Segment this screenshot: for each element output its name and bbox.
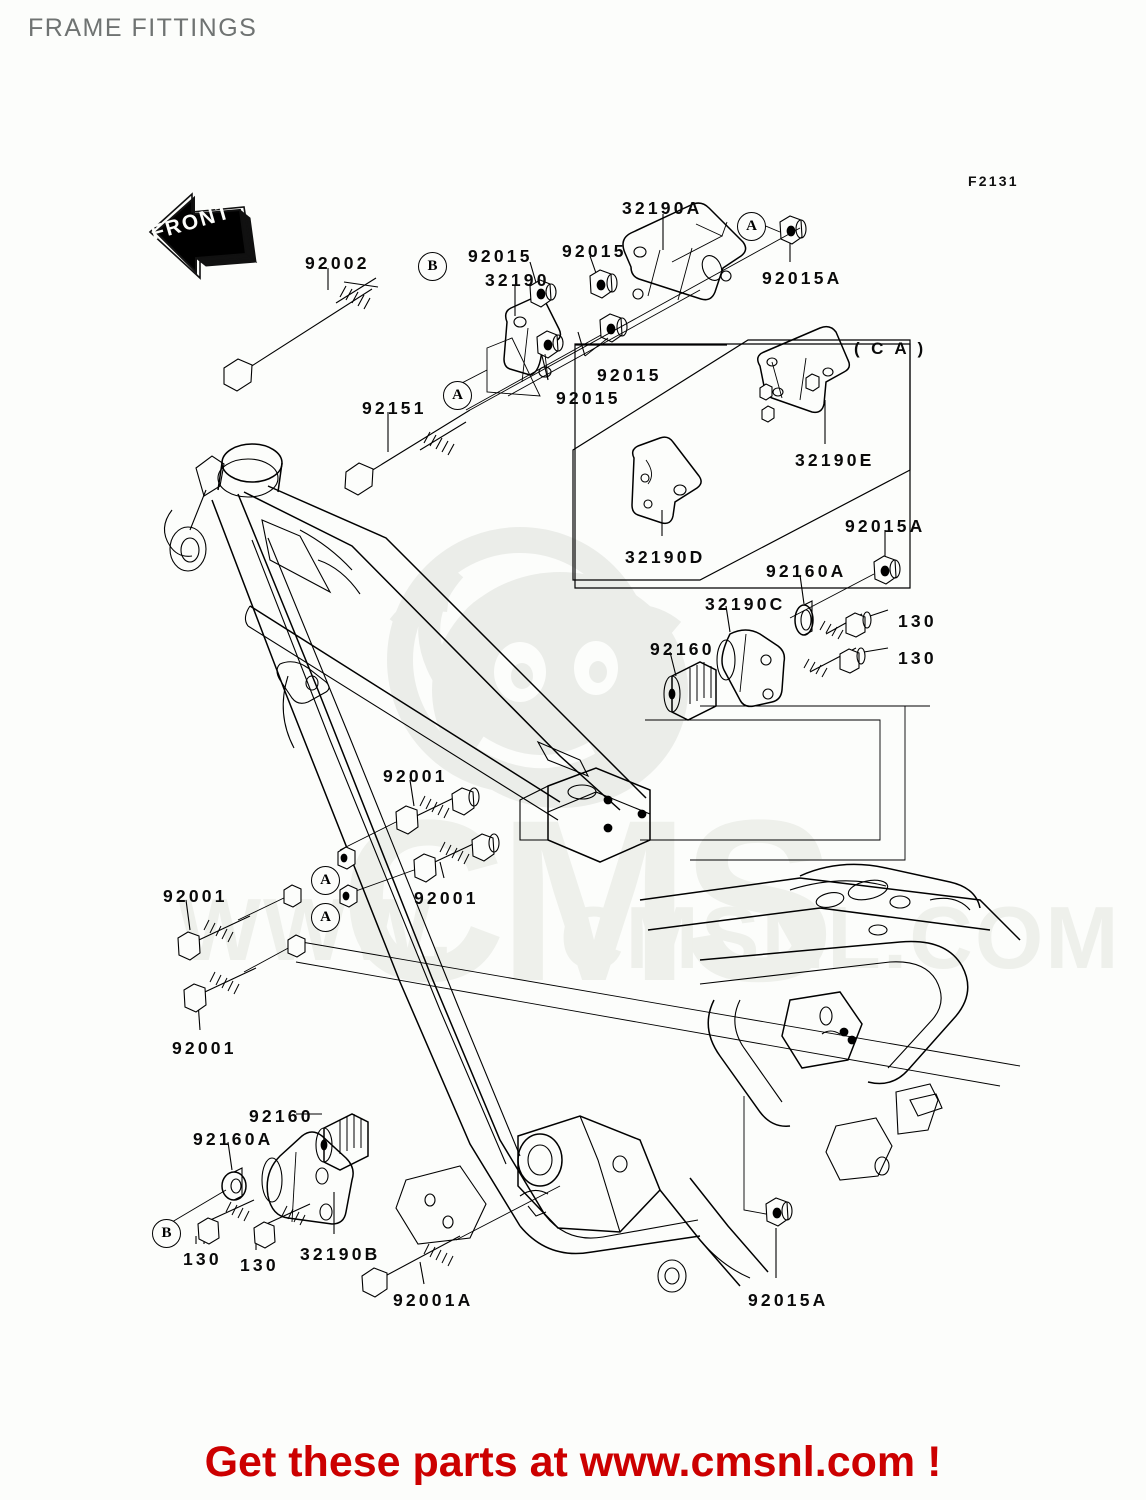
part-92160a-mid (795, 575, 813, 635)
footer-promo: Get these parts at www.cmsnl.com ! (204, 1438, 942, 1486)
callout-32190c: 32190C (705, 594, 786, 614)
callout-92001-lower-right: 92001 (414, 888, 479, 908)
callout-92001-upper-right: 92001 (383, 766, 448, 786)
part-130-mid (804, 610, 888, 677)
callout-92160a-mid: 92160A (766, 561, 847, 581)
callout-92002: 92002 (305, 253, 370, 273)
callout-92001-lower-left: 92001 (172, 1038, 237, 1058)
callout-92015-top: 92015 (562, 241, 627, 261)
callout-130-bottom-left: 130 (183, 1249, 222, 1269)
bubble-b-bottom: B (152, 1219, 181, 1248)
callout-32190a: 32190A (622, 198, 703, 218)
part-92015a-top (756, 216, 806, 262)
figure-code: F2131 (968, 173, 1019, 189)
callout-130-bottom-mid: 130 (240, 1255, 279, 1275)
callout-92015a-bottom: 92015A (748, 1290, 829, 1310)
bubble-a-mid-lower: A (311, 903, 340, 932)
callout-92001a: 92001A (393, 1290, 474, 1310)
bubble-b-top: B (418, 252, 447, 281)
part-92151 (345, 330, 610, 495)
part-32190 (458, 286, 560, 396)
part-92160-mid (664, 652, 716, 720)
callout-92160-bottom: 92160 (249, 1106, 314, 1126)
callout-92015a-top: 92015A (762, 268, 843, 288)
callout-92001-upper-left: 92001 (163, 886, 228, 906)
inset-market-code: ( C A ) (854, 339, 927, 358)
callout-92015-lower-right: 92015 (597, 365, 662, 385)
callout-92015-upper: 92015 (468, 246, 533, 266)
part-32190b (262, 1132, 353, 1234)
callout-92151: 92151 (362, 398, 427, 418)
motorcycle-frame-drawing (164, 444, 1020, 1292)
ca-inset-box (575, 344, 910, 588)
callout-92015a-mid: 92015A (845, 516, 926, 536)
callout-32190: 32190 (485, 270, 550, 290)
ca-inset-outline (573, 340, 910, 580)
svg-text:CMSNL.COM: CMSNL.COM (560, 888, 1121, 987)
part-32190e (758, 327, 850, 444)
part-92002 (224, 268, 378, 391)
part-130-bottom (196, 1200, 310, 1250)
callout-32190b: 32190B (300, 1244, 381, 1264)
part-92001a (362, 1186, 560, 1297)
svg-text:CMS: CMS (340, 772, 827, 1029)
bubble-a-mid-upper: A (311, 866, 340, 895)
callout-32190d: 32190D (625, 547, 706, 567)
callout-92160-mid: 92160 (650, 639, 715, 659)
callout-92015-lower-left: 92015 (556, 388, 621, 408)
part-92160-bottom (296, 1114, 368, 1170)
part-92160a-bottom (222, 1142, 246, 1200)
part-92015a-mid (790, 530, 900, 618)
bubble-a-top-left: A (443, 381, 472, 410)
callout-130-mid-upper: 130 (898, 611, 937, 631)
callout-130-mid-lower: 130 (898, 648, 937, 668)
part-32190d (632, 437, 701, 536)
callout-92160a-bottom: 92160A (193, 1129, 274, 1149)
callout-32190e: 32190E (795, 450, 875, 470)
part-32190a (623, 203, 746, 300)
bubble-a-top-right: A (737, 212, 766, 241)
page-title: FRAME FITTINGS (28, 14, 258, 42)
part-92015a-bottom (744, 1096, 792, 1278)
part-92001-group (178, 780, 499, 1030)
part-32190c (717, 606, 784, 706)
